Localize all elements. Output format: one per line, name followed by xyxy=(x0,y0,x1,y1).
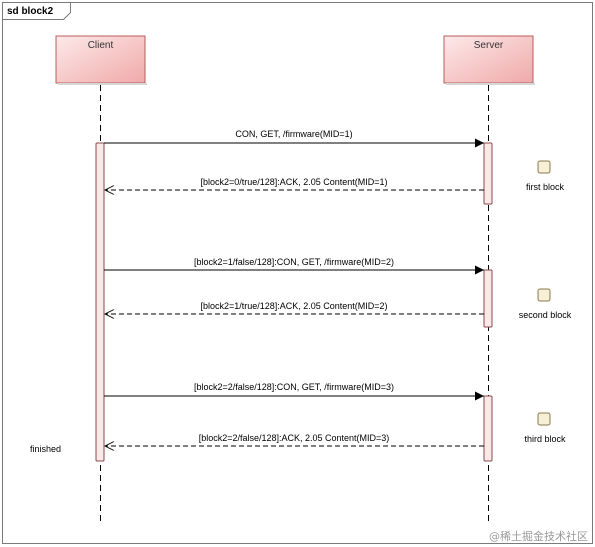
activation-server xyxy=(483,142,493,205)
activation-client xyxy=(95,142,105,462)
participant-label: Client xyxy=(88,40,114,51)
participant-box xyxy=(55,35,146,84)
message-label: [block2=1/true/128]:ACK, 2.05 Content(MI… xyxy=(200,301,387,311)
message-label: [block2=2/false/128]:CON, GET, /firmware… xyxy=(194,382,394,392)
note-icon xyxy=(537,160,551,174)
participant-client[interactable]: Client xyxy=(55,35,147,85)
participant-label: Server xyxy=(474,40,504,51)
participant-shadow xyxy=(446,83,535,85)
participant-shadow xyxy=(58,83,147,85)
frame-title-tab xyxy=(2,2,71,20)
message-label: CON, GET, /firmware(MID=1) xyxy=(235,129,352,139)
note-third-block[interactable]: third block xyxy=(524,412,566,444)
note-icon xyxy=(537,288,551,302)
activation-server xyxy=(483,395,493,462)
note-second-block[interactable]: second block xyxy=(519,288,572,320)
participant-box xyxy=(443,35,534,84)
frame-title: sd block2 xyxy=(7,6,54,17)
note-label: third block xyxy=(524,434,566,444)
activation-server xyxy=(483,269,493,328)
participant-server[interactable]: Server xyxy=(443,35,535,85)
finished-label: finished xyxy=(30,444,61,454)
message-label: [block2=1/false/128]:CON, GET, /firmware… xyxy=(194,257,394,267)
message-label: [block2=0/true/128]:ACK, 2.05 Content(MI… xyxy=(200,177,387,187)
note-label: first block xyxy=(526,182,565,192)
watermark-text: @稀土掘金技术社区 xyxy=(489,529,588,543)
message-label: [block2=2/false/128]:ACK, 2.05 Content(M… xyxy=(199,433,390,443)
note-first-block[interactable]: first block xyxy=(526,160,565,192)
note-label: second block xyxy=(519,310,572,320)
note-icon xyxy=(537,412,551,426)
